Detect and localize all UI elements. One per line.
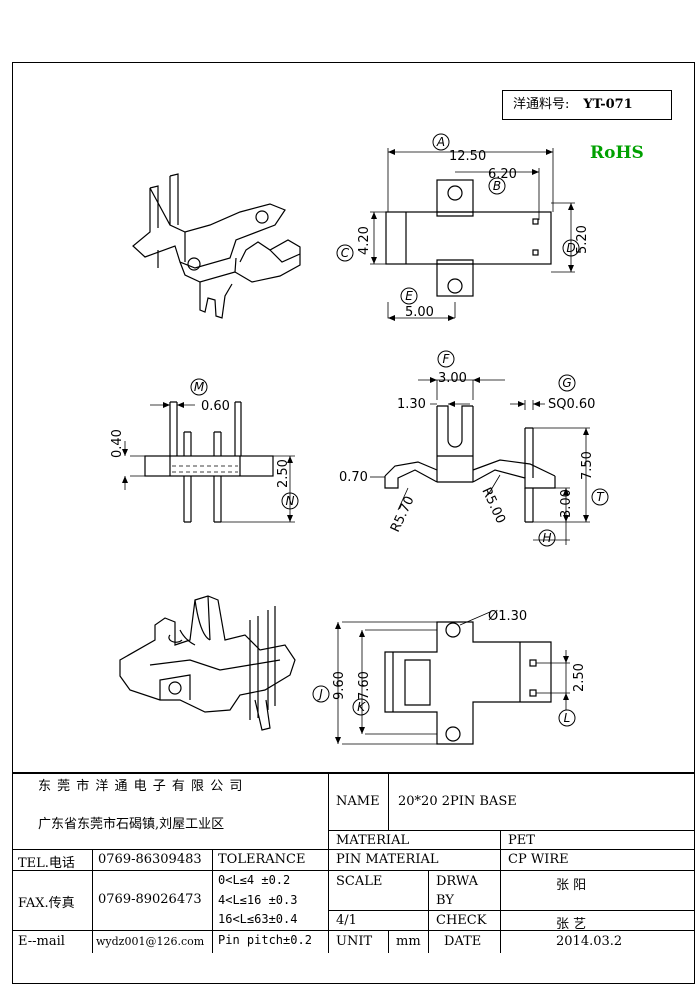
drawn-by-value: 张 阳 [556,878,587,893]
part-number-box: 洋通料号: YT-071 [502,90,672,120]
rohs-mark: RoHS [590,143,644,163]
dim-G: SQ0.60 [548,397,595,412]
name-value: 20*20 2PIN BASE [398,794,517,809]
email-label: E--mail [18,934,65,949]
company-address: 广东省东莞市石碣镇,刘屋工业区 [38,817,225,832]
company-name: 东 莞 市 洋 通 电 子 有 限 公 司 [38,779,244,794]
side-view [370,377,590,545]
fax-label: FAX.传真 [18,896,75,911]
dim-M: 0.60 [201,399,230,414]
part-number-value: YT-071 [583,97,633,112]
dimension-letters: A B C D E M N F G T H J K L [194,135,606,725]
tolerance-row-2: 4<L≤16 ±0.3 [218,893,298,907]
tel-label: TEL.电话 [18,856,75,871]
tolerance-row-1: 0<L≤4 ±0.2 [218,873,291,887]
dim-040: 0.40 [110,429,125,458]
dim-C: 4.20 [357,226,372,255]
dim-letter-T: T [596,490,605,504]
drawn-label-1: DRWA [436,874,479,889]
dim-letter-H: H [542,531,551,545]
unit-label: UNIT [336,934,373,949]
dim-070: 0.70 [339,470,368,485]
dim-A: 12.50 [449,149,486,164]
dimension-values: 12.50 6.20 4.20 5.20 5.00 0.60 0.40 2.50… [110,149,595,700]
dim-letter-L: L [564,711,571,725]
dimension-letter-circles [190,133,609,727]
dim-letter-E: E [405,289,413,303]
check-label: CHECK [436,913,487,928]
dim-letter-M: M [194,380,205,394]
dim-letter-D: D [566,241,575,255]
date-value: 2014.03.2 [556,934,623,949]
pin-material-label: PIN MATERIAL [336,852,439,867]
part-number-label: 洋通料号: [513,97,570,112]
dim-letter-B: B [493,179,501,193]
tolerance-label: TOLERANCE [218,852,306,867]
dim-letter-G: G [562,376,571,390]
dim-hole: Ø1.30 [488,609,527,624]
dim-letter-C: C [341,246,350,260]
dim-letter-N: N [286,494,295,508]
dim-J: 9.60 [332,671,347,700]
dim-N: 2.50 [276,459,291,488]
scale-label: SCALE [336,874,383,889]
unit-value: mm [396,934,421,949]
drawing-sheet-border [12,62,695,984]
name-label: NAME [336,794,380,809]
tel-value: 0769-86309483 [98,852,202,867]
tolerance-row-3: 16<L≤63±0.4 [218,912,298,926]
dim-L: 2.50 [572,663,587,692]
dim-letter-J: J [317,687,323,701]
dim-B: 6.20 [488,167,517,182]
check-value: 张 艺 [556,917,587,932]
dim-F: 3.00 [438,371,467,386]
top-view [370,148,575,321]
dim-letter-F: F [443,352,451,366]
dim-R570: R5.70 [388,494,418,535]
tolerance-row-4: Pin pitch±0.2 [218,933,312,947]
dim-letter-A: A [436,135,445,149]
material-value: PET [508,833,535,848]
date-label: DATE [444,934,482,949]
dim-letter-K: K [357,700,366,714]
iso-view-bottom [119,595,296,731]
dim-K: 7.60 [357,671,372,700]
dim-T: 7.50 [580,451,595,480]
bottom-view [335,611,570,745]
email-value: wydz001@126.com [96,935,205,948]
fax-value: 0769-89026473 [98,892,202,907]
pin-material-value: CP WIRE [508,852,569,867]
drawn-label-2: BY [436,893,454,908]
material-label: MATERIAL [336,833,410,848]
dim-H: 3.00 [559,489,574,518]
dim-R500: R5.00 [478,485,508,526]
front-view [122,401,295,523]
dim-E: 5.00 [405,305,434,320]
scale-value: 4/1 [336,913,357,928]
iso-view-top [132,173,301,319]
dim-130: 1.30 [397,397,426,412]
dim-D: 5.20 [575,225,590,254]
